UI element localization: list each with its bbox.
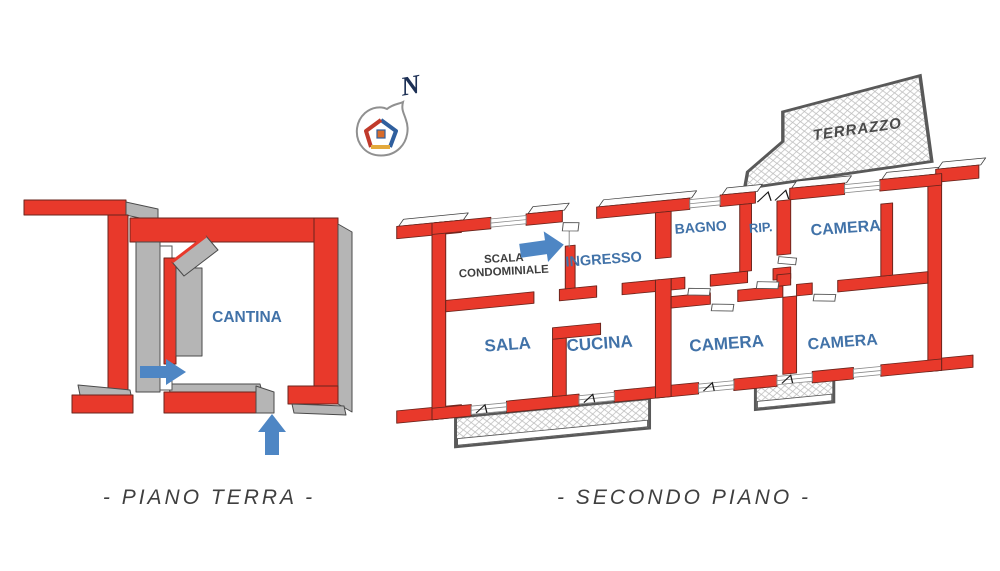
entrance-arrow-right xyxy=(140,359,186,385)
room-label-bagno: BAGNO xyxy=(674,217,727,237)
room-label-camera-top: CAMERA xyxy=(810,218,882,240)
north-label: N xyxy=(397,68,424,101)
caption-piano-terra: - PIANO TERRA - xyxy=(103,486,315,509)
room-label-rip: RIP. xyxy=(748,219,773,236)
room-label-ingresso: INGRESSO xyxy=(565,249,642,270)
entrance-arrow-second-floor xyxy=(519,231,564,263)
compass-icon: N xyxy=(355,68,424,157)
entrance-arrow-up xyxy=(258,414,286,455)
room-label-scala-line1: SCALA xyxy=(484,252,524,266)
caption-secondo-piano: - SECONDO PIANO - xyxy=(557,486,811,509)
room-label-sala: SALA xyxy=(484,333,531,355)
room-label-camera-right: CAMERA xyxy=(807,332,879,354)
terrazzo-area xyxy=(742,73,934,191)
room-label-cantina: CANTINA xyxy=(212,309,282,326)
second-floor-plan: SCALA CONDOMINIALE INGRESSO BAGNO RIP. C… xyxy=(396,73,987,449)
room-label-cucina: CUCINA xyxy=(566,332,633,356)
room-label-camera-center: CAMERA xyxy=(689,331,765,355)
room-label-scala-line2: CONDOMINIALE xyxy=(459,264,550,281)
ground-floor-plan: CANTINA xyxy=(23,199,353,455)
